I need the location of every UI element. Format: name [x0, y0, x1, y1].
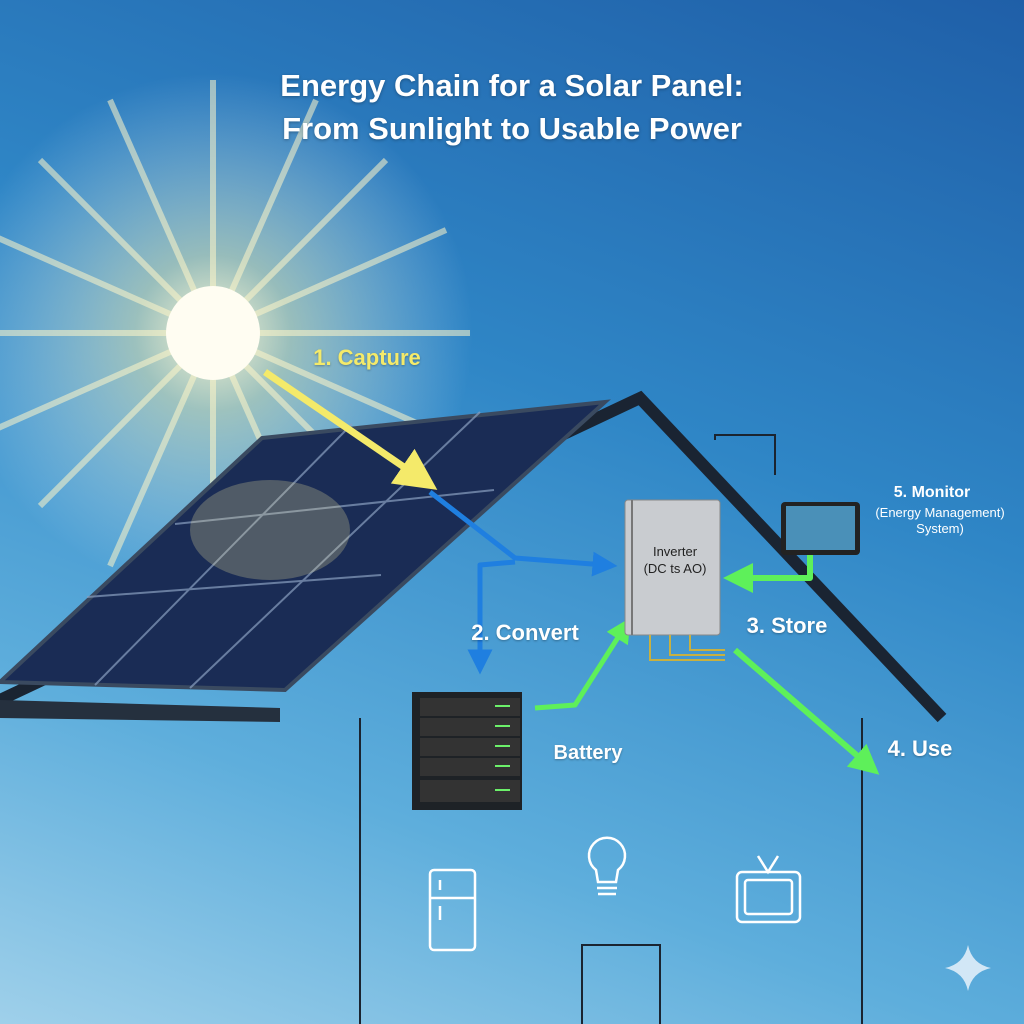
store-label: 3. Store — [746, 613, 828, 638]
monitor-label: 5. Monitor — [893, 484, 971, 501]
title-line-2: From Sunlight to Usable Power — [282, 111, 742, 146]
arrows — [263, 369, 880, 775]
fridge-icon — [428, 868, 477, 952]
title-line-1: Energy Chain for a Solar Panel: — [280, 68, 744, 103]
sparkle-icon — [945, 945, 991, 991]
inverter-line-2: (DC ts AO) — [643, 561, 707, 576]
store-arrow — [534, 617, 631, 711]
page-title: Energy Chain for a Solar Panel: From Sunl… — [280, 64, 743, 150]
tv-icon — [735, 855, 802, 924]
monitor-sublabel: (Energy Management)System) — [875, 505, 1004, 537]
use-label: 4. Use — [887, 736, 953, 761]
inverter-line-1: Inverter — [652, 544, 698, 559]
tablet-icon — [781, 502, 860, 555]
inverter-label: Inverter (DC ts AO) — [644, 543, 707, 577]
capture-arrow — [263, 369, 438, 490]
battery-icon — [412, 692, 522, 810]
convert-down-arrow — [467, 559, 516, 675]
roof-eave — [0, 700, 280, 722]
monitor-sub-2: System) — [916, 521, 964, 536]
lightbulb-icon — [587, 836, 627, 896]
solar-panel — [0, 399, 611, 693]
convert-arrow — [428, 490, 618, 577]
convert-label: 2. Convert — [471, 620, 579, 645]
monitor-arrow — [723, 555, 813, 593]
battery-label: Battery — [553, 742, 623, 764]
use-arrow — [733, 647, 880, 775]
inverter — [624, 499, 725, 661]
capture-label: 1. Capture — [313, 345, 421, 370]
monitor-sub-1: (Energy Management) — [875, 505, 1005, 520]
